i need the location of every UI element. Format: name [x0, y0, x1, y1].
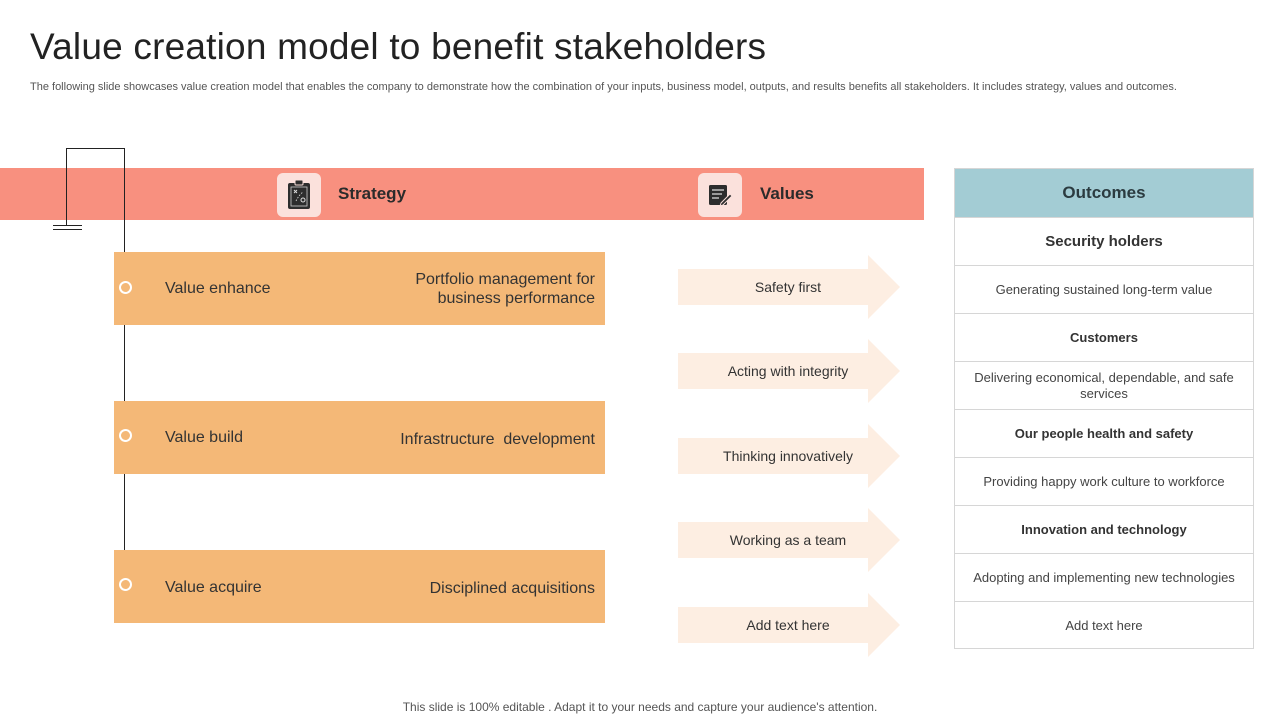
value-label: Working as a team	[729, 532, 847, 548]
outcomes-heading: Outcomes	[955, 169, 1253, 217]
strategy-right-label: Infrastructure development	[400, 431, 595, 448]
strategy-left-label: Value build	[165, 429, 243, 446]
footer-note: This slide is 100% editable . Adapt it t…	[402, 700, 878, 714]
timeline-connector-top	[66, 148, 125, 149]
values-heading: Values	[760, 184, 814, 203]
outcomes-table: Outcomes Security holders Generating sus…	[954, 168, 1254, 649]
outcome-description: Providing happy work culture to workforc…	[955, 457, 1253, 505]
strategy-row: Value acquire Disciplined acquisitions	[114, 550, 605, 623]
value-label: Add text here	[746, 617, 830, 633]
value-label: Safety first	[754, 279, 822, 295]
value-arrow: Working as a team	[678, 508, 900, 572]
timeline-dot	[119, 578, 132, 591]
timeline-dot	[119, 429, 132, 442]
outcome-category: Security holders	[955, 217, 1253, 265]
outcome-description: Adopting and implementing new technologi…	[955, 553, 1253, 601]
timeline-base	[53, 225, 82, 226]
timeline-base	[53, 229, 82, 230]
value-arrow: Add text here	[678, 593, 900, 657]
timeline-connector-drop	[66, 148, 67, 226]
strategy-row: Value enhance Portfolio management for b…	[114, 252, 605, 325]
outcome-category: Our people health and safety	[955, 409, 1253, 457]
page-title: Value creation model to benefit stakehol…	[30, 26, 767, 67]
value-arrow: Safety first	[678, 255, 900, 319]
page-subtitle: The following slide showcases value crea…	[30, 81, 1177, 93]
strategy-right-label: Disciplined acquisitions	[429, 580, 595, 597]
value-arrow: Acting with integrity	[678, 339, 900, 403]
strategy-right-label: Portfolio management for business perfor…	[415, 271, 595, 307]
strategy-row: Value build Infrastructure development	[114, 401, 605, 474]
strategy-board-icon	[277, 173, 321, 217]
header-band	[0, 168, 924, 220]
outcome-description: Add text here	[955, 601, 1253, 649]
value-label: Thinking innovatively	[723, 448, 853, 464]
strategy-left-label: Value enhance	[165, 280, 271, 297]
outcome-category: Innovation and technology	[955, 505, 1253, 553]
outcome-category: Customers	[955, 313, 1253, 361]
strategy-left-label: Value acquire	[165, 579, 262, 596]
value-label: Acting with integrity	[727, 363, 849, 379]
timeline-dot	[119, 281, 132, 294]
value-arrow: Thinking innovatively	[678, 424, 900, 488]
timeline-line	[124, 148, 125, 550]
document-edit-icon	[698, 173, 742, 217]
strategy-heading: Strategy	[338, 184, 407, 203]
outcome-description: Generating sustained long-term value	[955, 265, 1253, 313]
outcome-description: Delivering economical, dependable, and s…	[955, 361, 1253, 409]
